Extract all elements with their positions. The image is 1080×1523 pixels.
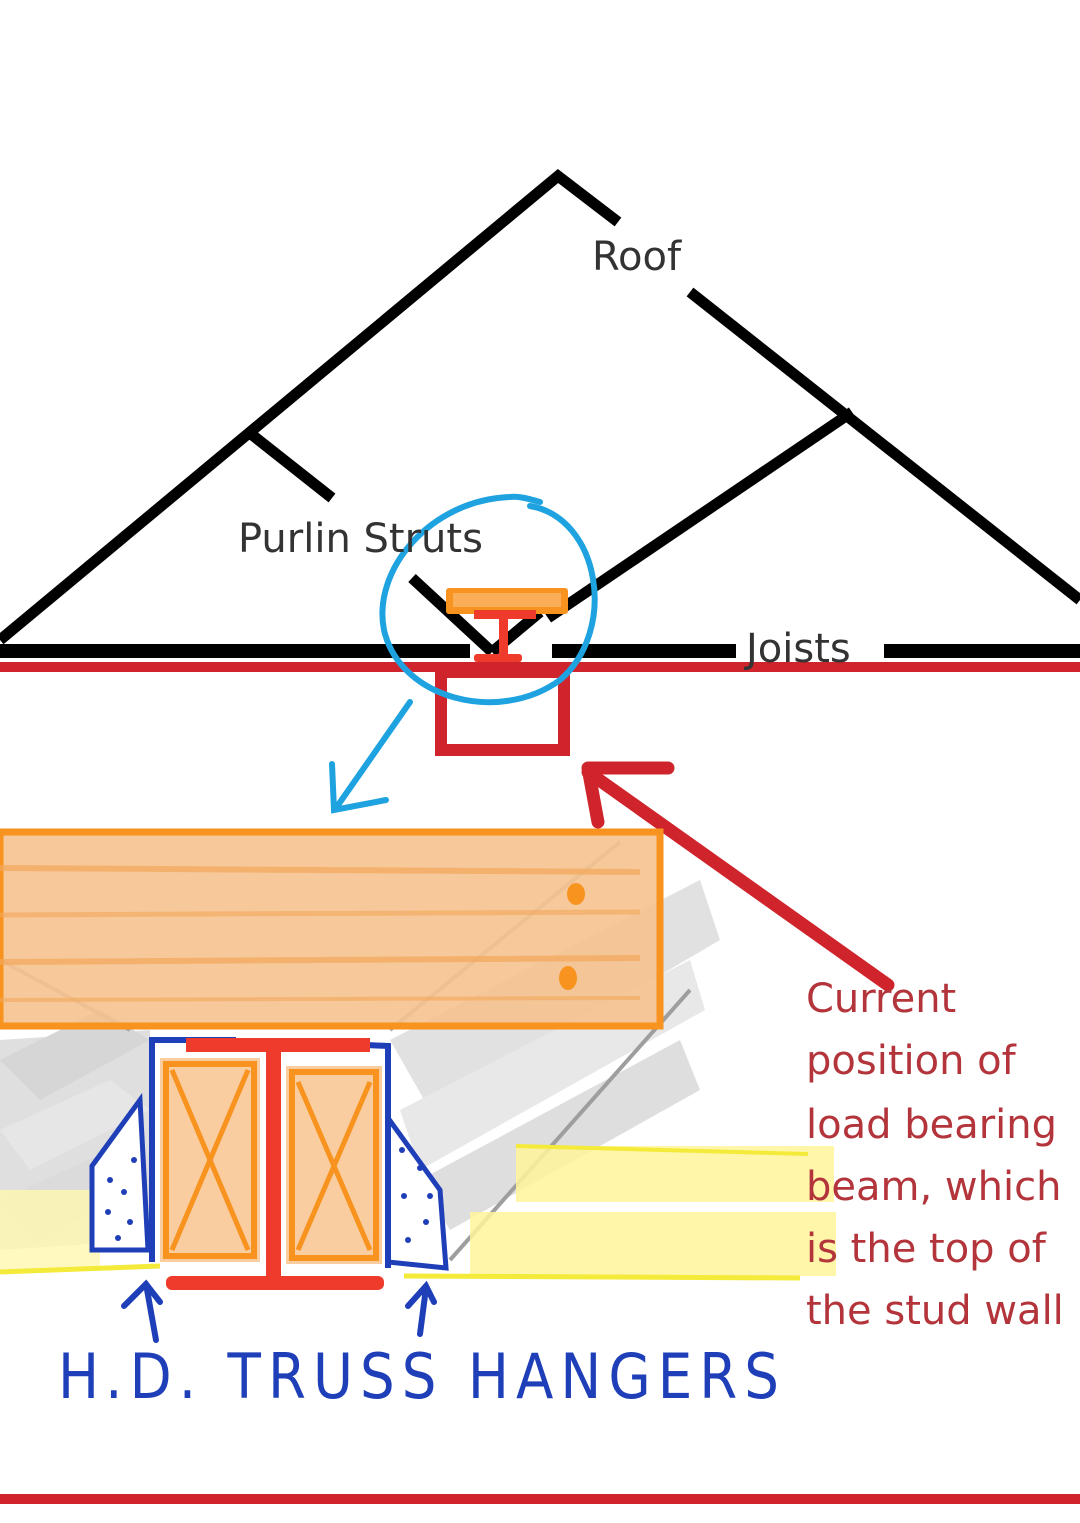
hanger-arrow-right [417, 1285, 429, 1337]
joists-label: Joists [743, 626, 851, 672]
centre-strut-left [408, 573, 496, 657]
note-line: position of [806, 1038, 1017, 1084]
small-beam-detail [446, 588, 568, 662]
roof-left-slope [0, 168, 622, 645]
roof-outline [0, 168, 1080, 657]
purlin-struts-label: Purlin Struts [238, 516, 483, 562]
timber-block-right [286, 1066, 382, 1264]
roof-right-slope [686, 287, 1080, 605]
right-purlin-strut [544, 407, 856, 623]
hanger-arrow-left [143, 1281, 159, 1343]
left-purlin-strut [242, 425, 336, 503]
note-line: load bearing [806, 1102, 1057, 1148]
steel-i-beam-section [166, 1038, 384, 1290]
roof-label: Roof [592, 234, 682, 280]
note-line: Current [806, 976, 956, 1022]
joists-line [0, 644, 1080, 658]
timber-block-left [160, 1058, 260, 1262]
hanger-arrows [121, 1279, 437, 1343]
truss-hanger-left [89, 1092, 151, 1253]
callout-arrow-shaft [333, 699, 413, 811]
detail-callout [329, 493, 598, 814]
beam-pointer-arrow [581, 761, 895, 992]
note-line: the stud wall [806, 1288, 1064, 1334]
truss-hangers-label: H.D. TRUSS HANGERS [58, 1340, 786, 1413]
callout-circle [379, 493, 598, 705]
note-line: is the top of [806, 1226, 1047, 1272]
beam-position-note: Current position of load bearing beam, w… [806, 976, 1074, 1334]
large-timber-beam [0, 828, 664, 1030]
note-line: beam, which [806, 1164, 1061, 1210]
callout-arrow-head [329, 761, 389, 814]
yellow-highlights [0, 1144, 836, 1281]
load-bearing-beam-box [435, 666, 570, 756]
